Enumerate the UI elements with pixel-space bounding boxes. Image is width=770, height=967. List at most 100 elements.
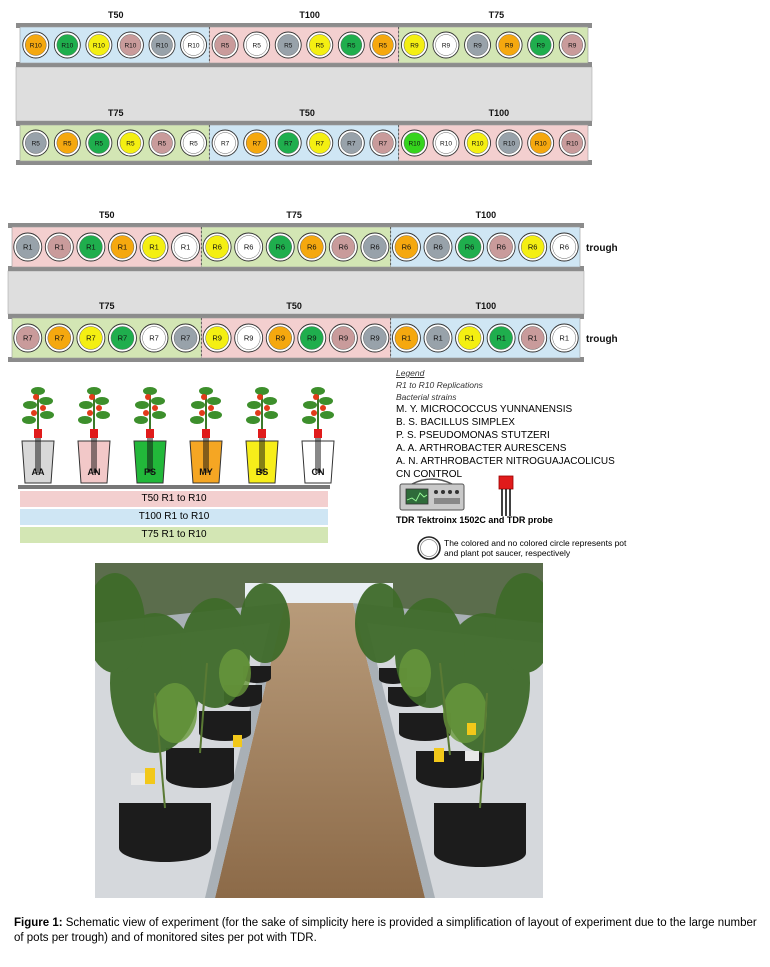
replication-label: R6: [402, 243, 412, 252]
treatment-label: T50: [99, 210, 115, 220]
tomato-icon: [89, 394, 95, 400]
pot-circle: [331, 235, 356, 259]
replication-label: R10: [566, 140, 578, 147]
tomato-icon: [201, 394, 207, 400]
caption-label: Figure 1:: [14, 917, 63, 929]
pot-circle: [426, 235, 450, 259]
replication-label: R1: [55, 243, 65, 252]
tomato-icon: [143, 410, 149, 416]
replication-label: R1: [433, 334, 443, 343]
pot-circle: [245, 34, 268, 56]
tomato-icon: [31, 410, 37, 416]
pot-circle: [466, 132, 489, 154]
pot-circle: [277, 34, 299, 56]
pot-code-label: PS: [144, 467, 156, 477]
pot-circle: [457, 235, 482, 259]
pot-circle-icon: [417, 536, 441, 560]
replication-label: R10: [124, 42, 136, 49]
replication-label: R5: [347, 42, 356, 49]
pot-circle: [435, 132, 457, 154]
leaf-icon: [135, 401, 149, 409]
pot-circle: [498, 34, 520, 56]
tomato-icon: [199, 410, 205, 416]
pot-circle: [466, 34, 489, 56]
pot-circle: [457, 326, 482, 350]
pot-circle: [403, 34, 426, 56]
replication-label: R10: [61, 42, 73, 49]
pot-circle: [236, 326, 261, 350]
legend-replications: R1 to R10 Replications: [396, 380, 483, 390]
pot-code-label: BS: [256, 467, 269, 477]
replication-label: R9: [212, 334, 222, 343]
pot-circle: [236, 235, 261, 259]
pot-circle: [16, 326, 40, 350]
pot-circle: [277, 132, 299, 154]
replication-label: R10: [30, 42, 42, 49]
pot-circle: [245, 132, 268, 154]
circle-note: The colored and no colored circle repres…: [444, 538, 627, 558]
replication-label: R6: [433, 243, 443, 252]
leaf-icon: [22, 416, 36, 424]
leaf-icon: [208, 411, 222, 419]
replication-label: R9: [339, 334, 349, 343]
leaf-icon: [191, 401, 205, 409]
pot-circle: [372, 132, 394, 154]
replication-label: R1: [181, 243, 191, 252]
leaf-icon: [79, 401, 93, 409]
leaf-icon: [78, 416, 92, 424]
replication-label: R5: [63, 140, 72, 147]
trough-rail: [8, 223, 584, 228]
replication-label: R1: [465, 334, 475, 343]
leaf-icon: [151, 397, 165, 405]
pot-circle: [110, 235, 135, 259]
replication-label: R6: [275, 243, 285, 252]
replication-label: R6: [370, 243, 380, 252]
pot-circle: [529, 34, 552, 56]
replication-label: R7: [55, 334, 65, 343]
legend-strains-heading: Bacterial strains: [396, 392, 457, 402]
leaf-icon: [190, 416, 204, 424]
pot-code-label: MY: [199, 467, 213, 477]
treatment-section: [398, 26, 589, 64]
pot-bs: BS: [245, 387, 279, 484]
leaf-icon: [320, 411, 334, 419]
replication-label: R10: [156, 42, 168, 49]
pot-circle: [56, 132, 79, 154]
tomato-icon: [40, 405, 46, 411]
replication-label: R7: [86, 334, 96, 343]
treatment-label: T75: [286, 210, 302, 220]
replication-label: R9: [275, 334, 285, 343]
legend-strain-bs: B. S. BACILLUS SIMPLEX: [396, 417, 515, 428]
replication-label: R1: [86, 243, 96, 252]
tdr-device-icon: [399, 478, 465, 511]
pot-circle: [489, 235, 513, 259]
trough-label: trough: [586, 334, 618, 345]
replication-label: R1: [559, 334, 569, 343]
treatment-section: [201, 226, 391, 268]
pot-circle: [340, 34, 363, 56]
leaf-icon: [264, 411, 278, 419]
probe-icon: [146, 429, 154, 438]
pot-circle: [268, 326, 292, 350]
trough-rail: [16, 121, 592, 126]
tomato-icon: [311, 410, 317, 416]
replication-label: R6: [244, 243, 254, 252]
pot-circle: [119, 132, 142, 154]
replication-label: R10: [503, 140, 515, 147]
treatment-label: T50: [299, 108, 315, 118]
pot-circle: [561, 132, 583, 154]
replication-label: R5: [158, 140, 167, 147]
replication-label: R10: [440, 140, 452, 147]
pot-ps: PS: [133, 387, 167, 484]
replication-label: R1: [118, 243, 128, 252]
pot-circle: [214, 132, 236, 154]
figure-caption: Figure 1: Schematic view of experiment (…: [14, 916, 762, 946]
pot-my: MY: [189, 387, 223, 484]
band-t100: T100 R1 to R10: [20, 509, 328, 525]
tomato-icon: [208, 405, 214, 411]
leaf-icon: [87, 387, 101, 395]
